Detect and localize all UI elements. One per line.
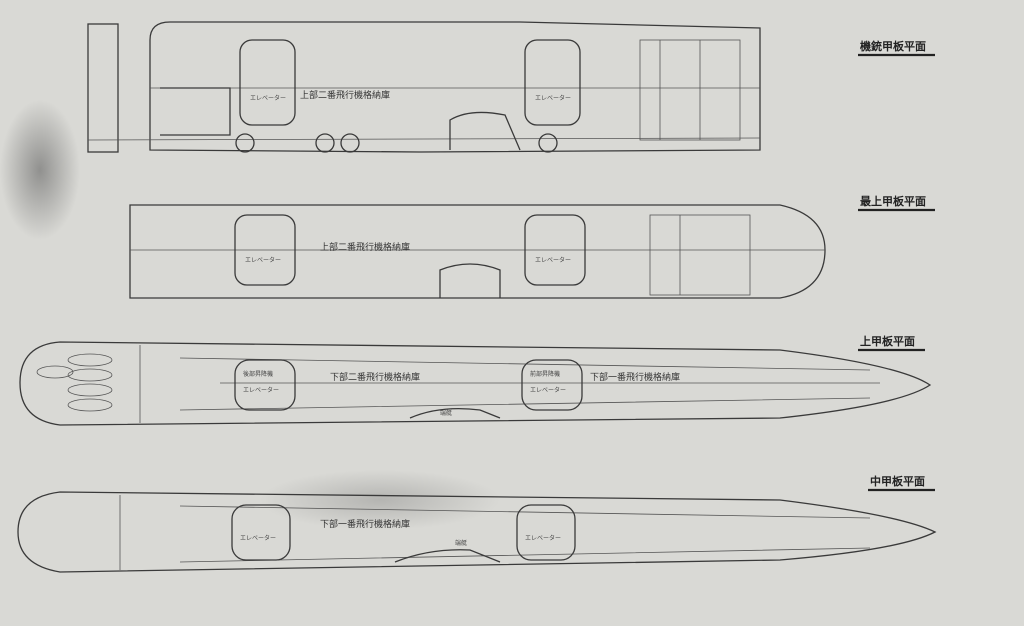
ink-smudge xyxy=(260,470,500,530)
boat-label: 端艇 xyxy=(455,539,467,547)
deck-title: 機銃甲板平面 xyxy=(860,39,926,53)
hangar-label: 下部一番飛行機格納庫 xyxy=(590,371,680,383)
elevator-label: エレベーター xyxy=(530,386,566,394)
boat-label: 端艇 xyxy=(440,409,452,417)
elevator-label: エレベーター xyxy=(535,94,571,102)
upper-deck-plan: 下部二番飛行機格納庫 後部昇降機 エレベーター 前部昇降機 エレベーター 下部一… xyxy=(19,334,932,426)
hangar-label: 上部二番飛行機格納庫 xyxy=(300,89,390,101)
gun-deck-plan: 上部二番飛行機格納庫 エレベーター エレベーター 機銃甲板平面 xyxy=(87,21,935,153)
hangar-label: 下部二番飛行機格納庫 xyxy=(330,371,420,383)
hangar-label: 上部二番飛行機格納庫 xyxy=(320,241,410,253)
elevator-label: エレベーター xyxy=(245,256,281,264)
fwd-elevator-label: 前部昇降機 xyxy=(530,370,560,378)
aft-elevator-label: 後部昇降機 xyxy=(243,370,273,378)
elevator-label: エレベーター xyxy=(240,534,276,542)
deck-title: 中甲板平面 xyxy=(870,474,925,488)
deck-title: 最上甲板平面 xyxy=(860,194,926,208)
deck-title: 上甲板平面 xyxy=(860,334,915,348)
elevator-label: エレベーター xyxy=(250,94,286,102)
elevator-label: エレベーター xyxy=(535,256,571,264)
elevator-label: エレベーター xyxy=(525,534,561,542)
uppermost-deck-plan: 上部二番飛行機格納庫 エレベーター エレベーター 最上甲板平面 xyxy=(129,194,935,299)
elevator-label: エレベーター xyxy=(243,386,279,394)
hangar-label: 下部一番飛行機格納庫 xyxy=(320,518,410,530)
ink-smudge xyxy=(0,100,80,240)
middle-deck-plan: 下部一番飛行機格納庫 エレベーター エレベーター 端艇 中甲板平面 xyxy=(17,474,937,573)
